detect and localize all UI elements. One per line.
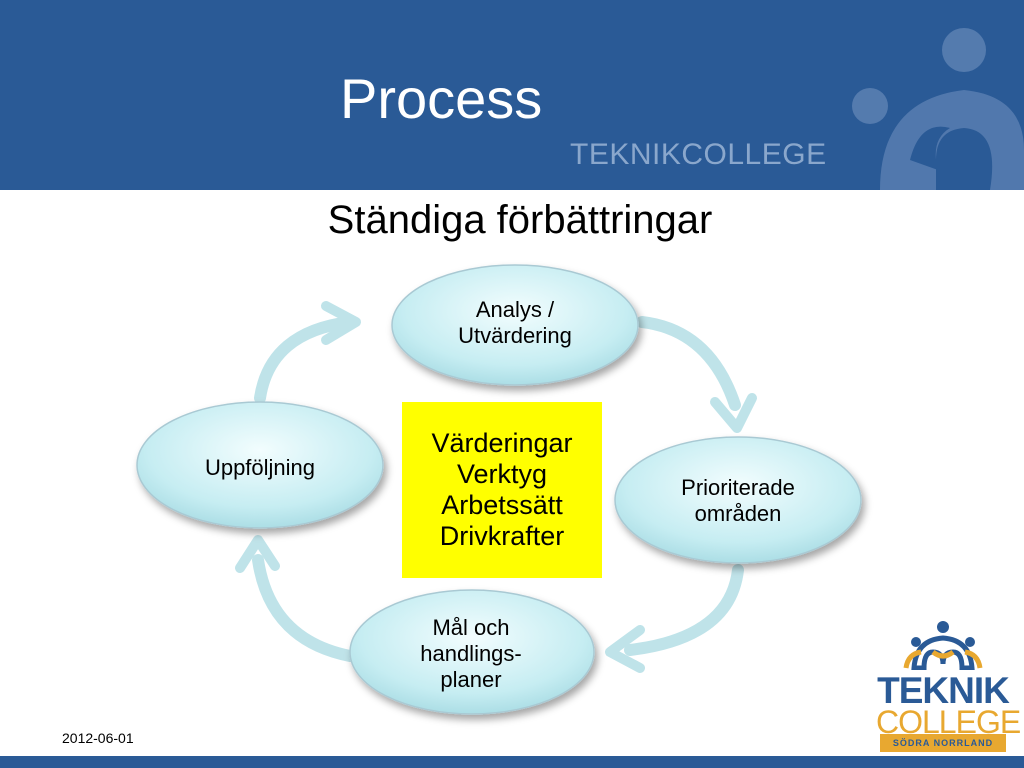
node-uppfoljning — [136, 401, 384, 529]
node-mal-label: Mål och handlings-planer — [420, 615, 522, 692]
arrow-prioriterade-to-mal — [605, 564, 744, 673]
page-title: Process — [340, 67, 543, 130]
teknikcollege-logo: TEKNIK COLLEGE SÖDRA NORRLAND — [876, 618, 1021, 754]
arrow-mal-to-uppfoljning — [235, 535, 356, 662]
node-prioriterade-label: Prioriterade områden — [681, 475, 795, 526]
header-logo-icon — [852, 28, 1024, 190]
node-mal — [349, 589, 595, 715]
node-analys-label: Analys / Utvärdering — [458, 297, 572, 348]
logo-figures-icon — [903, 621, 983, 670]
arrow-analys-to-prioriterade — [636, 316, 757, 433]
center-line-3: Arbetssätt — [441, 490, 563, 520]
brand-text: TEKNIKCOLLEGE — [570, 138, 827, 171]
slide-date: 2012-06-01 — [62, 730, 134, 746]
center-line-4: Drivkrafter — [439, 521, 565, 551]
header-banner: Process TEKNIKCOLLEGE — [0, 0, 1024, 190]
node-analys — [391, 264, 639, 386]
diagram-subtitle: Ständiga förbättringar — [327, 198, 713, 242]
footer-bar — [0, 756, 1024, 768]
node-uppfoljning-label: Uppföljning — [204, 455, 316, 480]
center-line-2: Verktyg — [456, 459, 548, 489]
logo-teknik-text: TEKNIK — [877, 670, 1010, 711]
center-values-box: Värderingar Verktyg Arbetssätt Drivkraft… — [402, 402, 602, 578]
node-prioriterade — [614, 436, 862, 564]
center-line-1: Värderingar — [431, 428, 573, 458]
logo-region-band: SÖDRA NORRLAND — [880, 734, 1006, 752]
arrow-uppfoljning-to-analys — [254, 301, 361, 404]
